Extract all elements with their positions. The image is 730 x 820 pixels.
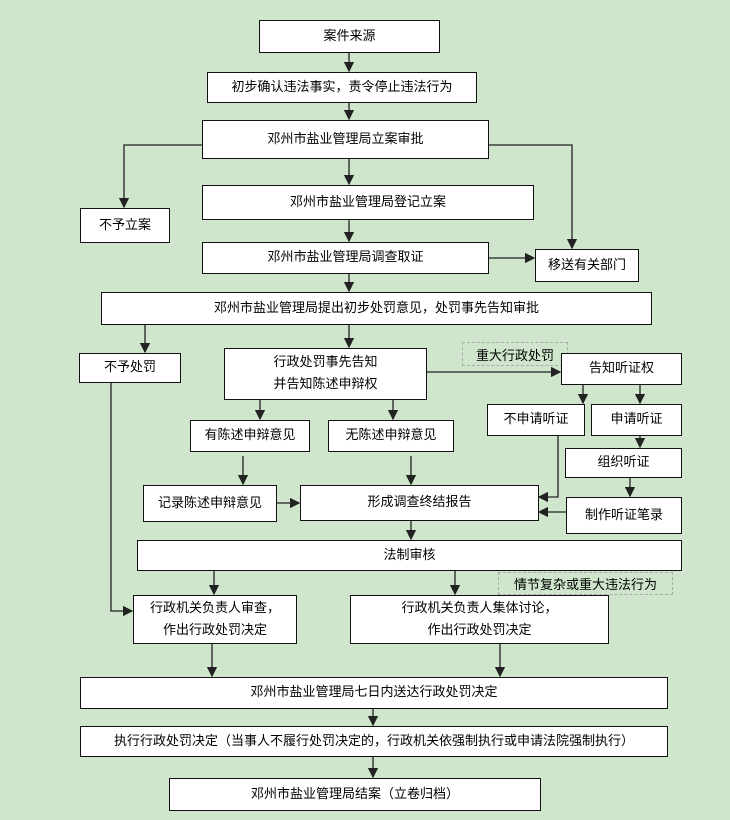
legal-review-node: 法制审核 (137, 540, 682, 571)
record-statement-node: 记录陈述申辩意见 (143, 485, 277, 522)
collective-line1: 行政机关负责人集体讨论， (401, 600, 558, 616)
transfer-node: 移送有关部门 (535, 249, 639, 282)
major-penalty-label: 重大行政处罚 (462, 342, 568, 366)
case-approval-node: 邓州市盐业管理局立案审批 (202, 120, 489, 159)
deliver-decision-node: 邓州市盐业管理局七日内送达行政处罚决定 (80, 677, 668, 709)
head-review-node: 行政机关负责人审查， 作出行政处罚决定 (133, 595, 297, 644)
collective-line2: 作出行政处罚决定 (427, 622, 532, 638)
prior-notice-line2: 并告知陈述申辩权 (273, 377, 378, 392)
final-report-node: 形成调查终结报告 (300, 485, 539, 521)
register-case-node: 邓州市盐业管理局登记立案 (202, 185, 534, 220)
prior-notice-node: 行政处罚事先告知 并告知陈述申辩权 (224, 348, 427, 400)
no-penalty-node: 不予处罚 (79, 353, 181, 383)
no-hearing-node: 不申请听证 (487, 404, 585, 436)
case-source-node: 案件来源 (259, 20, 440, 53)
hearing-record-node: 制作听证笔录 (566, 497, 682, 534)
confirm-violation-node: 初步确认违法事实，责令停止违法行为 (207, 72, 477, 103)
execute-decision-node: 执行行政处罚决定（当事人不履行处罚决定的，行政机关依强制执行或申请法院强制执行） (80, 726, 668, 757)
has-statement-node: 有陈述申辩意见 (190, 420, 310, 452)
close-case-node: 邓州市盐业管理局结案（立卷归档） (169, 778, 541, 811)
apply-hearing-node: 申请听证 (591, 404, 682, 436)
organize-hearing-node: 组织听证 (565, 448, 682, 478)
head-review-line1: 行政机关负责人审查， (149, 600, 280, 616)
hearing-right-node: 告知听证权 (561, 353, 682, 385)
no-case-node: 不予立案 (80, 208, 170, 243)
prior-notice-line1: 行政处罚事先告知 (273, 355, 378, 370)
investigate-node: 邓州市盐业管理局调查取证 (202, 242, 489, 274)
complex-case-label: 情节复杂或重大违法行为 (498, 572, 673, 595)
no-statement-node: 无陈述申辩意见 (328, 420, 454, 452)
collective-discussion-node: 行政机关负责人集体讨论， 作出行政处罚决定 (350, 595, 609, 644)
preliminary-opinion-node: 邓州市盐业管理局提出初步处罚意见，处罚事先告知审批 (101, 292, 652, 325)
head-review-line2: 作出行政处罚决定 (162, 622, 267, 638)
